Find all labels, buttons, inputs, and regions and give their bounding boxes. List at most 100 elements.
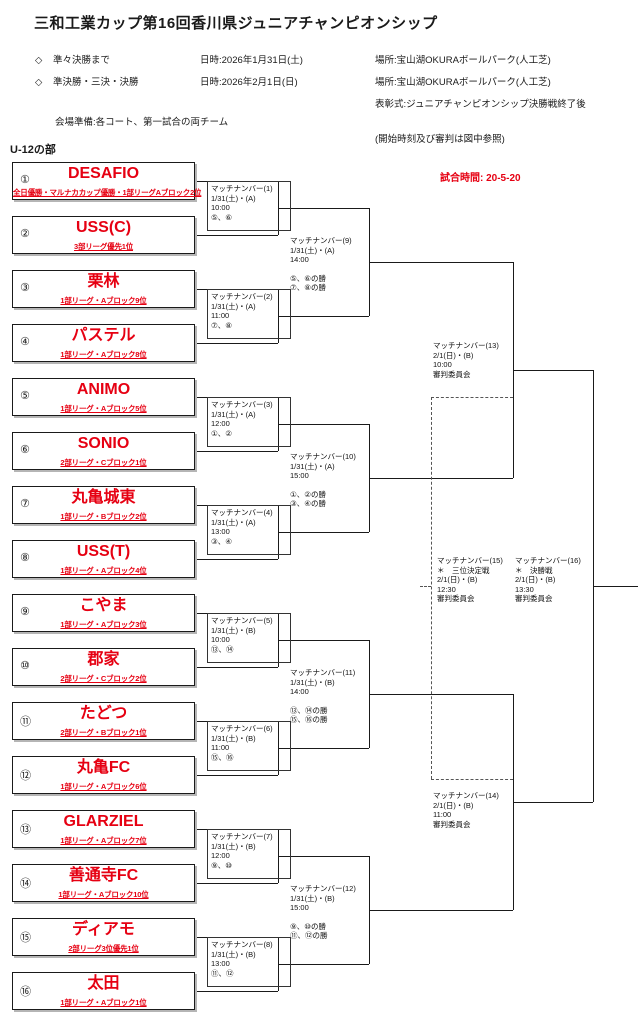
match-date-court: 1/31(土)・(A) [211,409,256,419]
bracket-line-horizontal [278,532,369,533]
match-label-third-place: ＊ 三位決定戦 [437,565,490,575]
match-time: 10:00 [211,203,230,212]
team-seed-note: 1部リーグ・Aブロック1位 [60,998,147,1007]
match-5-info: マッチナンバー(5) 1/31(土)・(B) 10:00 ⑬、⑭ [207,613,291,663]
team-name: USS(C) [75,219,132,236]
match-date-court: 1/31(土)・(B) [211,841,256,851]
match-1-info: マッチナンバー(1) 1/31(土)・(A) 10:00 ⑤、⑥ [207,181,291,231]
match-referee: ⑪、⑫の勝 [290,931,328,940]
round-row-2: ◇ 準決勝・三決・決勝 [35,74,138,88]
match-12-info: マッチナンバー(12) 1/31(土)・(B) 15:00 ⑨、⑩の勝 ⑪、⑫の… [290,884,356,941]
award-ceremony-note: 表彰式:ジュニアチャンピオンシップ決勝戦終了後 [375,99,586,110]
match-date-court: 1/31(土)・(B) [211,949,256,959]
match-date-court: 1/31(土)・(B) [290,893,335,903]
team-seed-note: 1部リーグ・Aブロック6位 [60,782,147,791]
bracket-line-vertical [513,694,514,910]
match-referee: ⑦、⑧の勝 [290,283,326,292]
team-number: ⑩ [20,660,30,672]
bracket-line-vertical [369,856,370,964]
team-seed-note: 2部リーグ3位優先1位 [68,944,139,953]
third-place-connector-line [420,586,431,587]
match-13-info: マッチナンバー(13) 2/1(日)・(B) 10:00 審判委員会 [433,341,499,379]
team-seed-note: 1部リーグ・Aブロック8位 [60,350,147,359]
match-referee: 審判委員会 [437,594,475,603]
round-datetime-2: 日時:2026年2月1日(日) [200,77,298,88]
bracket-line-horizontal [278,208,369,209]
match-number: マッチナンバー(15) [437,556,503,565]
venue-prep-note: 会場準備:各コート、第一試合の両チーム [55,117,229,128]
team-name: GLARZIEL [63,813,144,830]
match-number: マッチナンバー(10) [290,452,356,461]
bracket-line-vertical [513,262,514,478]
bracket-line-horizontal [278,856,369,857]
match-number: マッチナンバー(14) [433,791,499,800]
team-name: USS(T) [76,543,131,560]
bracket-line-horizontal [278,640,369,641]
bracket-line-horizontal [513,802,593,803]
match-number: マッチナンバー(11) [290,668,356,677]
page-title: 三和工業カップ第16回香川県ジュニアチャンピオンシップ [34,15,438,32]
match-date-court: 1/31(土)・(A) [211,517,256,527]
match-6-info: マッチナンバー(6) 1/31(土)・(B) 11:00 ⑮、⑯ [207,721,291,771]
team-number: ③ [20,282,30,294]
match-16-info: マッチナンバー(16) ＊ 決勝戦 2/1(日)・(B) 13:30 審判委員会 [515,556,581,604]
match-number: マッチナンバー(9) [290,236,352,245]
bracket-line-horizontal [195,343,278,344]
match-referee: ⑨、⑩の勝 [290,921,326,931]
team-number: ⑯ [20,986,31,998]
bracket-line-vertical [278,289,279,343]
match-number: マッチナンバー(13) [433,341,499,350]
bracket-line-horizontal [195,991,278,992]
round-label: 準決勝・三決・決勝 [52,77,139,88]
third-place-connector-line [431,397,432,779]
bracket-line-vertical [278,397,279,451]
team-seed-note: 1部リーグ・Aブロック3位 [60,620,147,629]
team-name: 善通寺FC [68,867,139,884]
team-number: ⑭ [20,878,31,890]
match-date-court: 2/1(日)・(B) [433,350,474,360]
match-referee: ③、④の勝 [290,499,326,508]
bracket-line-horizontal [369,262,513,263]
division-label: U-12の部 [10,144,56,156]
team-number: ⑮ [20,932,31,944]
match-referee: ⑤、⑥の勝 [290,273,326,283]
match-date-court: 1/31(土)・(A) [290,245,335,255]
team-name: こやま [79,597,128,614]
match-time: 15:00 [290,903,309,912]
round-row-1: ◇ 準々決勝まで [35,52,110,66]
diamond-icon: ◇ [35,55,43,66]
match-number: マッチナンバー(6) [211,724,273,733]
round-place-1: 場所:宝山湖OKURAボールパーク(人工芝) [375,55,551,66]
team-seed-note: 2部リーグ・Cブロック1位 [60,458,147,467]
bracket-line-vertical [278,829,279,883]
match-7-info: マッチナンバー(7) 1/31(土)・(B) 12:00 ⑨、⑩ [207,829,291,879]
bracket-line-horizontal [369,910,513,911]
match-date-court: 1/31(土)・(B) [211,733,256,743]
match-date-court: 1/31(土)・(A) [211,301,256,311]
team-number: ⑪ [20,716,31,728]
bracket-line-vertical [278,613,279,667]
third-place-connector-line [431,779,513,780]
match-date-court: 2/1(日)・(B) [437,575,478,584]
match-2-info: マッチナンバー(2) 1/31(土)・(A) 11:00 ⑦、⑧ [207,289,291,339]
match-date-court: 2/1(日)・(B) [433,800,474,810]
match-time: 12:30 [437,584,456,594]
bracket-line-horizontal [195,235,278,236]
round-datetime-1: 日時:2026年1月31日(土) [200,55,303,66]
match-time: 14:00 [290,255,309,264]
match-time: 11:00 [211,743,230,752]
team-name: DESAFIO [67,165,140,182]
team-name: 郡家 [87,651,120,668]
bracket-line-horizontal [369,478,513,479]
match-referee: ⑪、⑫ [211,968,234,978]
match-time: 11:00 [433,810,452,819]
